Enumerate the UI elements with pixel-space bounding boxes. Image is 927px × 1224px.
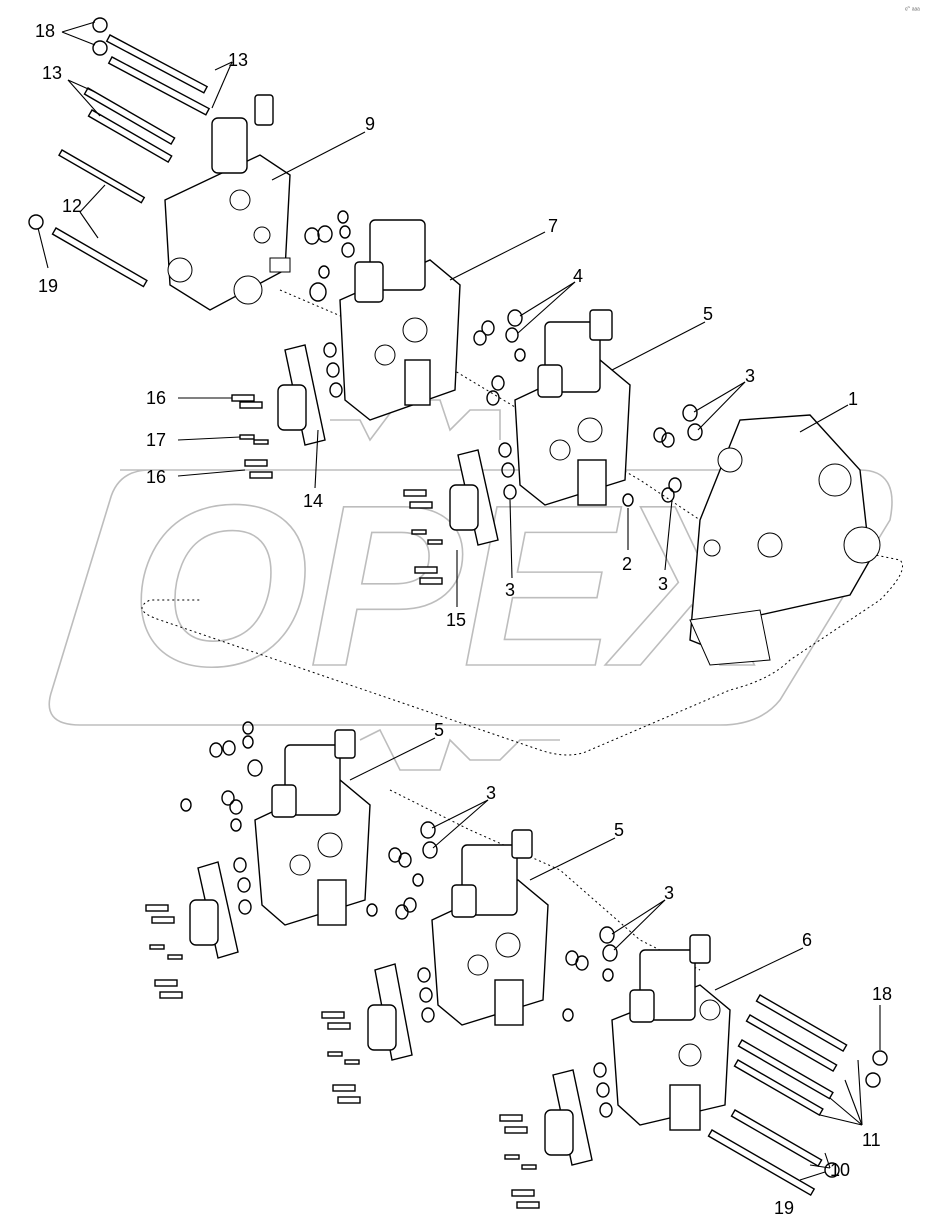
callout-13-top-left: 13 [42,63,62,83]
o-rings-group-4 [473,309,526,406]
part-5-lower-middle-section [431,829,549,1026]
tie-bolts-top [28,17,211,288]
callout-18-bottom: 18 [872,984,892,1004]
part-9-end-cover-valve [164,94,291,311]
tie-bolts-bottom [707,994,888,1197]
callout-4: 4 [573,266,583,286]
callout-14: 14 [303,491,323,511]
callout-3-middle-right: 3 [658,574,668,594]
part-15-plate-middle [403,449,499,585]
callout-13-top-right: 13 [228,50,248,70]
callout-9: 9 [365,114,375,134]
callout-19-top: 19 [38,276,58,296]
callout-12: 12 [62,196,82,216]
callout-labels: 18 13 13 9 12 19 7 4 5 3 1 16 17 16 14 3… [35,21,892,1218]
callout-3-middle: 3 [505,580,515,600]
o-rings-group-a [304,210,355,398]
plate-lower-left [145,861,239,999]
plate-lower-right [499,1069,593,1209]
part-5-lower-left-section [254,729,371,926]
callout-3-upper-right: 3 [745,366,755,386]
o-rings-group-lower-right [562,926,618,1118]
o-rings-group-lower-middle [366,821,438,1023]
callout-5-lower-left: 5 [434,720,444,740]
callout-1: 1 [848,389,858,409]
callout-6: 6 [802,930,812,950]
callout-2: 2 [622,554,632,574]
callout-5-lower-middle: 5 [614,820,624,840]
callout-18-top: 18 [35,21,55,41]
callout-7: 7 [548,216,558,236]
callout-16-lower: 16 [146,467,166,487]
part-1-inlet-section [689,414,881,666]
o-rings-group-3-right [498,404,703,507]
callout-3-lower-middle: 3 [664,883,674,903]
callout-leader-lines [37,21,881,1181]
part-6-end-section [611,934,731,1131]
callout-10: 10 [830,1160,850,1180]
plate-lower-middle [321,963,413,1104]
o-rings-group-lower-left [180,721,263,915]
screws-16-17 [231,394,273,479]
callout-11: 11 [862,1130,881,1150]
part-14-cover-plate [277,344,326,446]
callout-19-bottom: 19 [774,1198,794,1218]
callout-16-upper: 16 [146,388,166,408]
part-7-control-section [339,219,461,421]
callout-15: 15 [446,610,466,630]
callout-3-lower-left: 3 [486,783,496,803]
part-5-upper-control-section [514,309,631,506]
callout-5-upper: 5 [703,304,713,324]
callout-17: 17 [146,430,166,450]
corner-mark: ᵉ˜ ᵃᵃᵃ [905,7,920,14]
